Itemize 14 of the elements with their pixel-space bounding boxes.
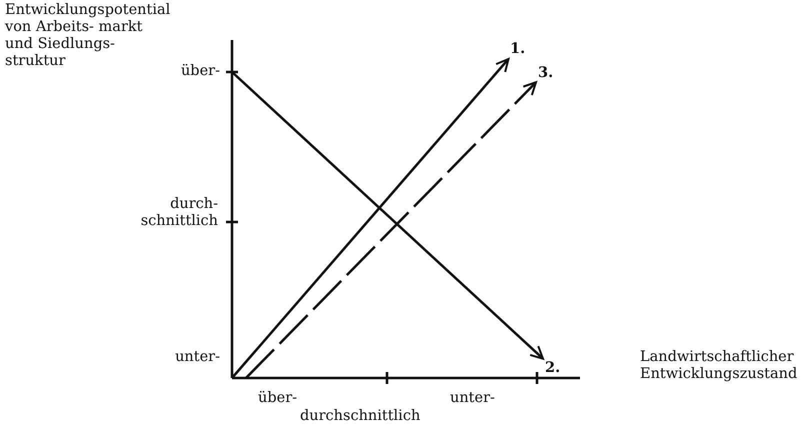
tick-label: durchschnittlich	[300, 408, 422, 425]
arrow-number: 1.	[508, 38, 528, 59]
tick-label: unter-	[174, 349, 220, 366]
tick-label: über-	[180, 63, 220, 80]
arrow-number: 3.	[536, 62, 556, 83]
axis-title: Entwicklungspotential von Arbeits- markt und Siedlungs- struktur	[5, 2, 172, 70]
arrow-number: 2.	[543, 357, 562, 378]
tick-label: unter-	[450, 390, 496, 407]
arrow	[245, 81, 537, 379]
tick-label: über-	[258, 390, 298, 407]
arrow	[231, 71, 544, 360]
arrow	[231, 58, 510, 379]
tick-label: durch- schnittlich	[140, 196, 218, 230]
axis-title: Landwirtschaftlicher Entwicklungszustand	[640, 349, 798, 383]
